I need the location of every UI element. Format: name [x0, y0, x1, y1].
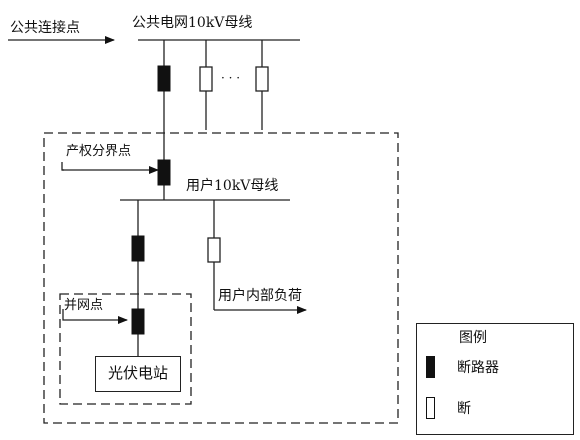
legend-breaker-swatch: [426, 356, 435, 378]
property-boundary-label: 产权分界点: [66, 144, 132, 159]
grid-connection-pointer: [62, 309, 128, 324]
pv-station-label: 光伏电站: [107, 364, 168, 382]
legend-switch-label: 断: [457, 401, 471, 417]
switch-internal-load: [207, 237, 221, 263]
grid-bus-label: 公共电网10kV母线: [132, 15, 253, 31]
breaker-main: [157, 65, 171, 92]
pcc-label: 公共连接点: [10, 20, 80, 36]
user-bus-label: 用户10kV母线: [186, 178, 279, 194]
user-boundary-dashed: [43, 132, 399, 424]
property-boundary-pointer: [61, 162, 159, 174]
legend-title: 图例: [459, 330, 487, 346]
internal-load-label: 用户内部负荷: [218, 288, 302, 304]
switch-feeder-3: [255, 66, 269, 92]
breaker-boundary: [157, 159, 171, 186]
pv-station-box: 光伏电站: [95, 356, 181, 392]
breaker-pv-branch: [131, 235, 145, 262]
legend-breaker-label: 断路器: [457, 360, 499, 376]
grid-connection-point-label: 并网点: [64, 298, 104, 313]
switch-feeder-2: [199, 66, 213, 92]
ellipsis-label: · · ·: [221, 71, 241, 85]
legend-switch-swatch: [426, 397, 435, 419]
breaker-grid-connection: [131, 308, 145, 335]
legend-box: 图例 断路器 断: [416, 323, 574, 435]
pv-plant-boundary-dashed: [59, 293, 192, 405]
